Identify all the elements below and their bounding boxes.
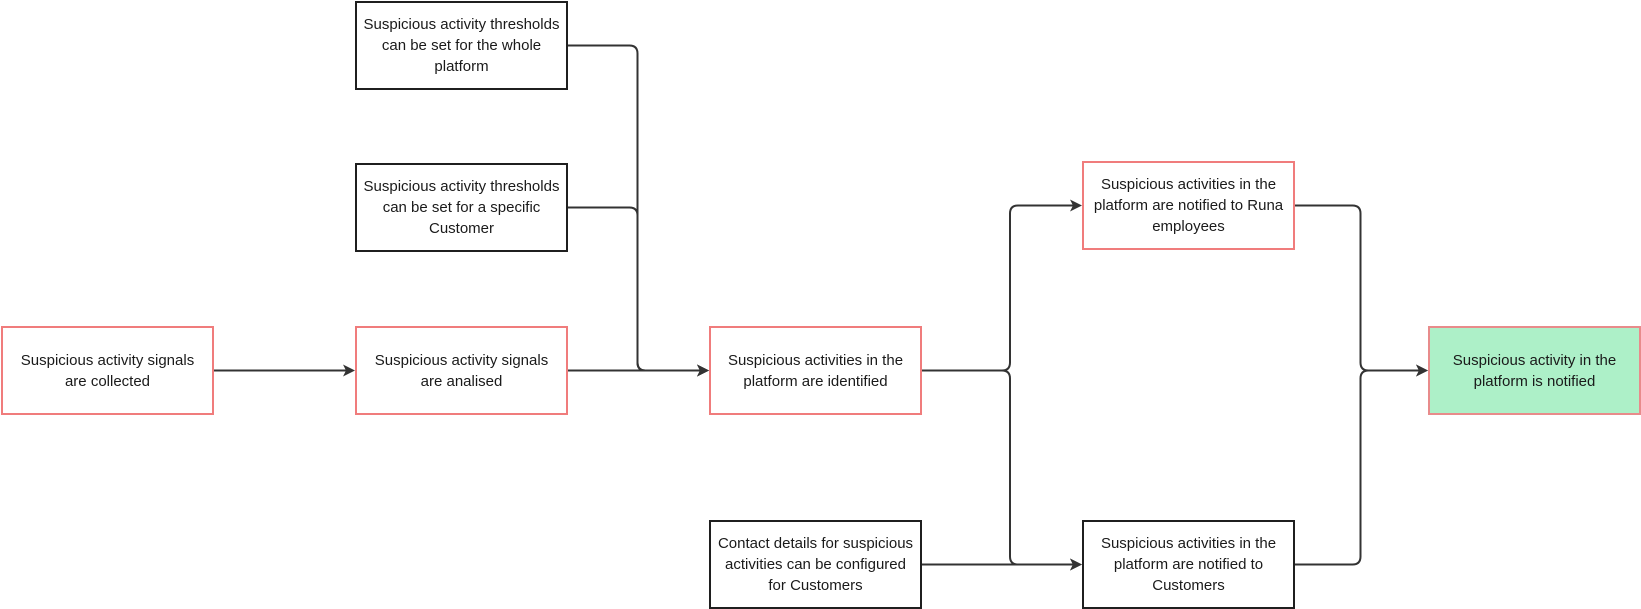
node-label: Suspicious activity signals are analised: [374, 351, 549, 390]
edge-activities-identified-to-notified-employees: [922, 199, 1082, 372]
node-label: Suspicious activities in the platform ar…: [727, 351, 904, 390]
node-thresholds-customer[interactable]: Suspicious activity thresholds can be se…: [355, 163, 568, 252]
node-signals-analised[interactable]: Suspicious activity signals are analised: [355, 326, 568, 415]
edge-activities-identified-to-notified-customers: [922, 369, 1082, 571]
node-activity-notified[interactable]: Suspicious activity in the platform is n…: [1428, 326, 1641, 415]
node-label: Suspicious activity signals are collecte…: [20, 351, 195, 390]
edge-notified-customers-to-activity-notified: [1295, 364, 1428, 566]
node-label: Suspicious activities in the platform ar…: [1093, 176, 1284, 235]
edge-notified-employees-to-activity-notified: [1295, 204, 1428, 377]
node-label: Suspicious activity thresholds can be se…: [363, 178, 560, 237]
node-activities-identified[interactable]: Suspicious activities in the platform ar…: [709, 326, 922, 415]
node-signals-collected[interactable]: Suspicious activity signals are collecte…: [1, 326, 214, 415]
node-contact-details[interactable]: Contact details for suspicious activitie…: [709, 520, 922, 609]
edge-thresholds-customer-to-activities-identified: [568, 206, 709, 377]
node-notified-customers[interactable]: Suspicious activities in the platform ar…: [1082, 520, 1295, 609]
node-label: Suspicious activity thresholds can be se…: [363, 16, 560, 75]
node-notified-employees[interactable]: Suspicious activities in the platform ar…: [1082, 161, 1295, 250]
node-thresholds-platform[interactable]: Suspicious activity thresholds can be se…: [355, 1, 568, 90]
node-label: Suspicious activity in the platform is n…: [1452, 351, 1617, 390]
node-label: Contact details for suspicious activitie…: [717, 535, 914, 594]
node-label: Suspicious activities in the platform ar…: [1100, 535, 1277, 594]
